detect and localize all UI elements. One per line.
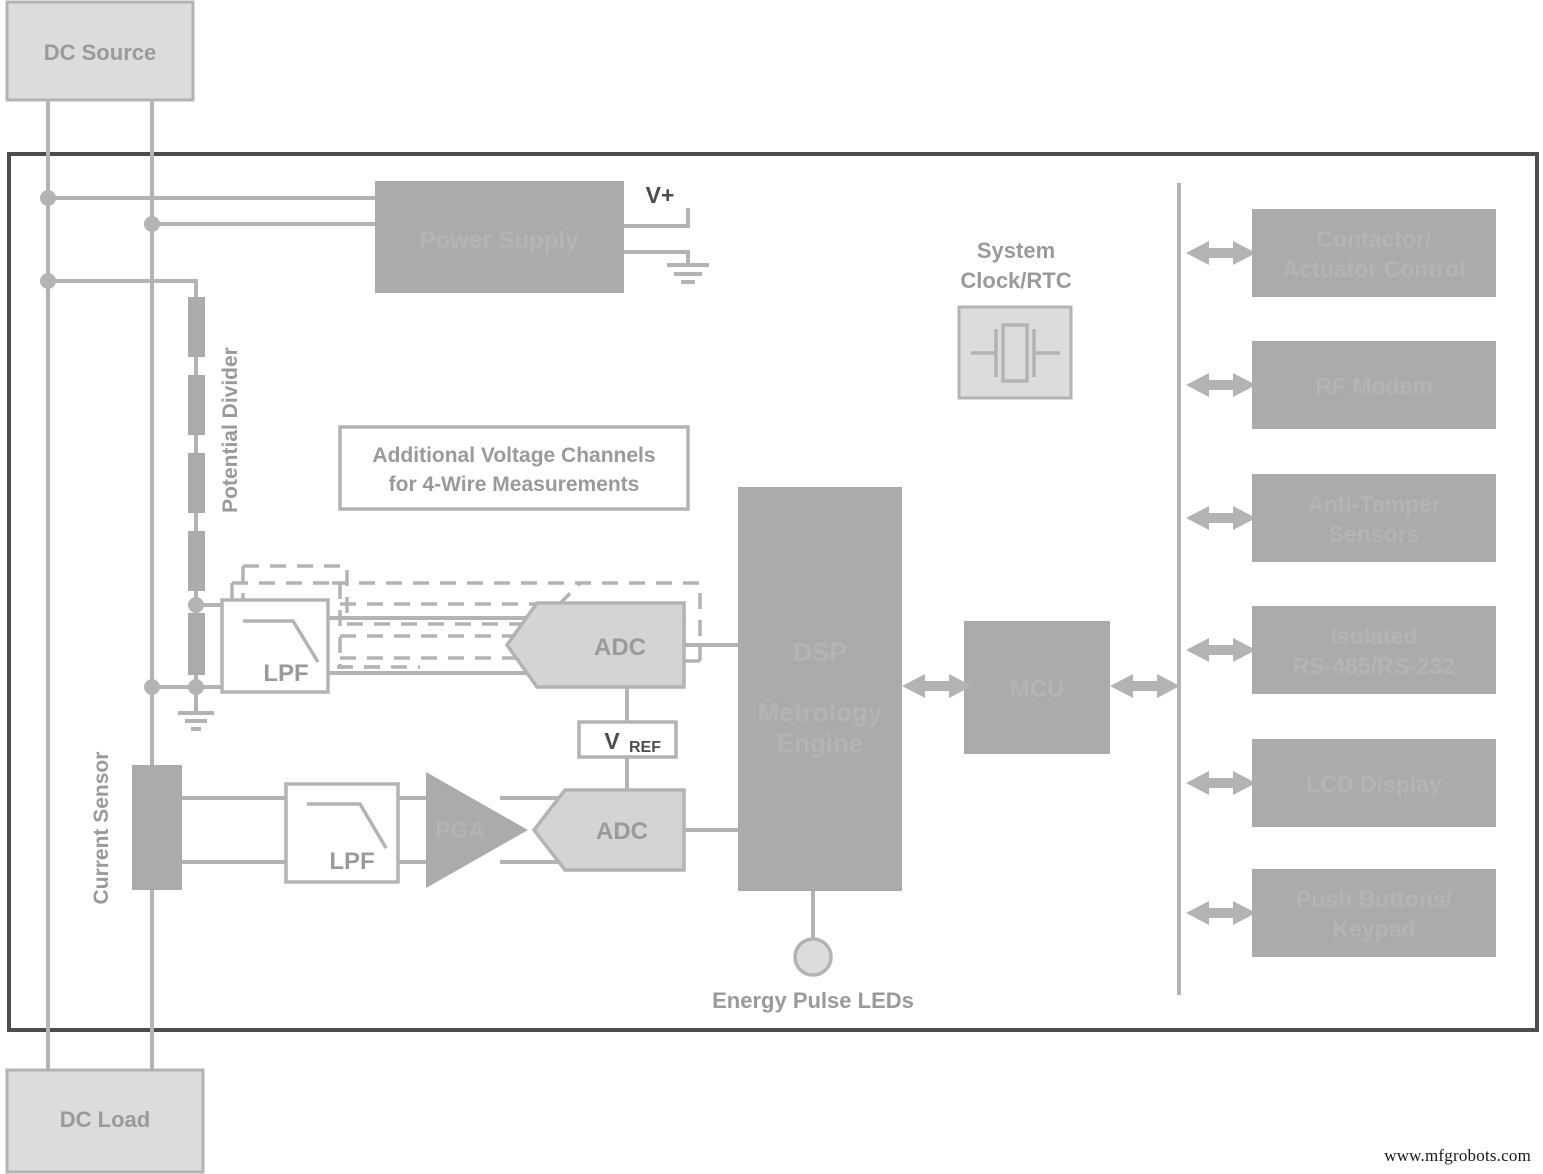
peripheral-block-isolated-rs485-rs232 (1252, 606, 1496, 694)
peripheral-label-2-line2: Sensors (1329, 521, 1420, 547)
dc-source-block (5, 0, 195, 102)
vref-block (577, 720, 678, 759)
wire-divider-top-feed (48, 279, 198, 297)
vref-subscript-label: REF (629, 739, 661, 756)
peripheral-label-1-line1: RF Modem (1315, 373, 1433, 399)
dsp-label-line2: Metrology (758, 697, 883, 727)
junction-dot (40, 190, 56, 206)
energy-pulse-leds-label: Energy Pulse LEDs (712, 988, 914, 1013)
ground-symbol-divider (178, 711, 214, 731)
peripheral-label-3-line2: RS-485/RS-232 (1293, 653, 1455, 679)
vref-label: V (604, 728, 620, 754)
arrow-peripheral-2 (1186, 506, 1256, 530)
v-plus-label: V+ (646, 182, 675, 208)
peripheral-row-2: Anti-Tamper Sensors (1186, 474, 1496, 562)
divider-resistor (188, 453, 205, 513)
peripheral-block-rf-modem (1252, 341, 1496, 429)
dsp-metrology-engine-block (738, 487, 902, 891)
potential-divider-group (188, 297, 205, 690)
arrow-dsp-mcu (902, 674, 972, 698)
system-clock-label-line2: Clock/RTC (960, 268, 1071, 293)
arrow-peripheral-4 (1186, 771, 1256, 795)
wire-ground-output (624, 250, 690, 264)
note-line-1: Additional Voltage Channels (372, 444, 655, 467)
divider-resistor (188, 375, 205, 435)
adc-voltage-block (504, 601, 686, 689)
power-supply-block (375, 181, 624, 293)
peripheral-row-1: RF Modem (1186, 341, 1496, 429)
lpf-current-label: LPF (329, 848, 374, 875)
current-sensor-label: Current Sensor (90, 752, 113, 905)
pga-label: PGA (435, 817, 485, 843)
wire-vplus-output (624, 208, 690, 228)
peripheral-label-5-line2: Keypad (1332, 916, 1415, 942)
site-watermark: www.mfgrobots.com (1384, 1146, 1531, 1165)
junction-dot (144, 216, 160, 232)
crystal-oscillator-icon (971, 323, 1060, 383)
peripheral-row-3: Isolated RS-485/RS-232 (1186, 606, 1496, 694)
peripheral-row-0: Contactor/ Actuator Control (1186, 209, 1496, 297)
peripheral-block-contactor-actuator-control (1252, 209, 1496, 297)
energy-pulse-led-icon (793, 937, 833, 977)
arrow-peripheral-1 (1186, 373, 1256, 397)
dsp-label-line1: DSP (793, 637, 846, 667)
system-boundary-frame (7, 152, 1539, 1032)
adc-voltage-label: ADC (594, 634, 646, 661)
adc-current-block (531, 788, 686, 872)
peripheral-row-5: Push Buttons/ Keypad (1186, 869, 1496, 957)
adc-current-label: ADC (596, 818, 648, 845)
dc-load-label: DC Load (60, 1107, 150, 1132)
peripheral-label-2-line1: Anti-Tamper (1307, 491, 1441, 517)
peripheral-label-0-line2: Actuator Control (1283, 256, 1466, 282)
lpf-voltage-label: LPF (263, 660, 308, 687)
divider-resistor (188, 531, 205, 591)
arrow-peripheral-3 (1186, 638, 1256, 662)
dc-source-label: DC Source (44, 40, 156, 65)
lpf-voltage-response-curve (243, 619, 320, 663)
power-supply-label: Power Supply (420, 227, 579, 254)
additional-channels-note (338, 425, 690, 511)
lpf-voltage-block (220, 598, 330, 694)
divider-resistor (188, 613, 205, 675)
peripheral-label-0-line1: Contactor/ (1317, 226, 1433, 252)
junction-dot (144, 679, 160, 695)
mcu-label: MCU (1010, 676, 1065, 703)
current-sensor-block (132, 765, 182, 890)
pga-block (426, 772, 528, 888)
peripheral-block-lcd-display (1252, 739, 1496, 827)
lpf-current-block (284, 782, 400, 884)
peripheral-row-4: LCD Display (1186, 739, 1496, 827)
potential-divider-label: Potential Divider (219, 347, 242, 513)
divider-resistor (188, 297, 205, 357)
system-clock-label-line1: System (977, 238, 1055, 263)
dsp-label-line3: Engine (777, 728, 864, 758)
peripheral-label-3-line1: Isolated (1331, 623, 1418, 649)
peripheral-label-5-line1: Push Buttons/ (1296, 886, 1452, 912)
peripheral-block-anti-tamper-sensors (1252, 474, 1496, 562)
arrow-peripheral-0 (1186, 241, 1256, 265)
arrow-peripheral-5 (1186, 901, 1256, 925)
dc-load-block (5, 1068, 205, 1174)
arrow-mcu-bus (1110, 674, 1180, 698)
note-line-2: for 4-Wire Measurements (389, 473, 640, 496)
ground-symbol-psu (667, 263, 709, 284)
junction-dot (40, 273, 56, 289)
peripheral-block-push-buttons-keypad (1252, 869, 1496, 957)
mcu-block (964, 621, 1110, 754)
peripheral-label-4-line1: LCD Display (1306, 771, 1442, 797)
lpf-current-response-curve (307, 802, 388, 849)
